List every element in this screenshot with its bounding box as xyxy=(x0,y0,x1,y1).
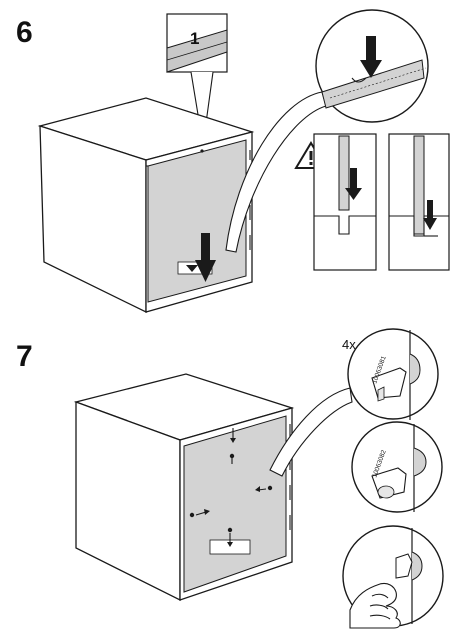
clip-marker-bottom xyxy=(227,527,233,547)
detail-box-correct xyxy=(388,133,450,271)
step-7-number: 7 xyxy=(16,340,33,373)
push-down-arrow-icon xyxy=(195,233,216,282)
clip-marker-left xyxy=(189,509,210,518)
detail-box-incorrect xyxy=(313,133,377,271)
detail-circle-clip-2: 10063082 xyxy=(351,421,443,513)
zoom-swoosh xyxy=(269,387,353,477)
detail-circle-step-6 xyxy=(315,9,429,123)
back-panel xyxy=(183,415,287,593)
cabinet-step-7 xyxy=(73,373,295,602)
detail-circle-hand xyxy=(342,525,444,629)
clip-marker-top xyxy=(229,428,236,464)
detail-circle-clip-1: 10063081 xyxy=(347,328,439,420)
hand-icon xyxy=(349,582,401,629)
quantity-label: 4x xyxy=(342,337,356,352)
cabinet-step-6 xyxy=(37,97,255,314)
back-panel xyxy=(147,139,247,303)
part-callout-box: 1 xyxy=(166,13,228,146)
clip-marker-right xyxy=(255,485,273,492)
step-6: 6 1 xyxy=(16,9,450,314)
step-7: 7 xyxy=(16,328,444,629)
part-callout-label: 1 xyxy=(190,29,199,48)
step-6-number: 6 xyxy=(16,16,33,49)
